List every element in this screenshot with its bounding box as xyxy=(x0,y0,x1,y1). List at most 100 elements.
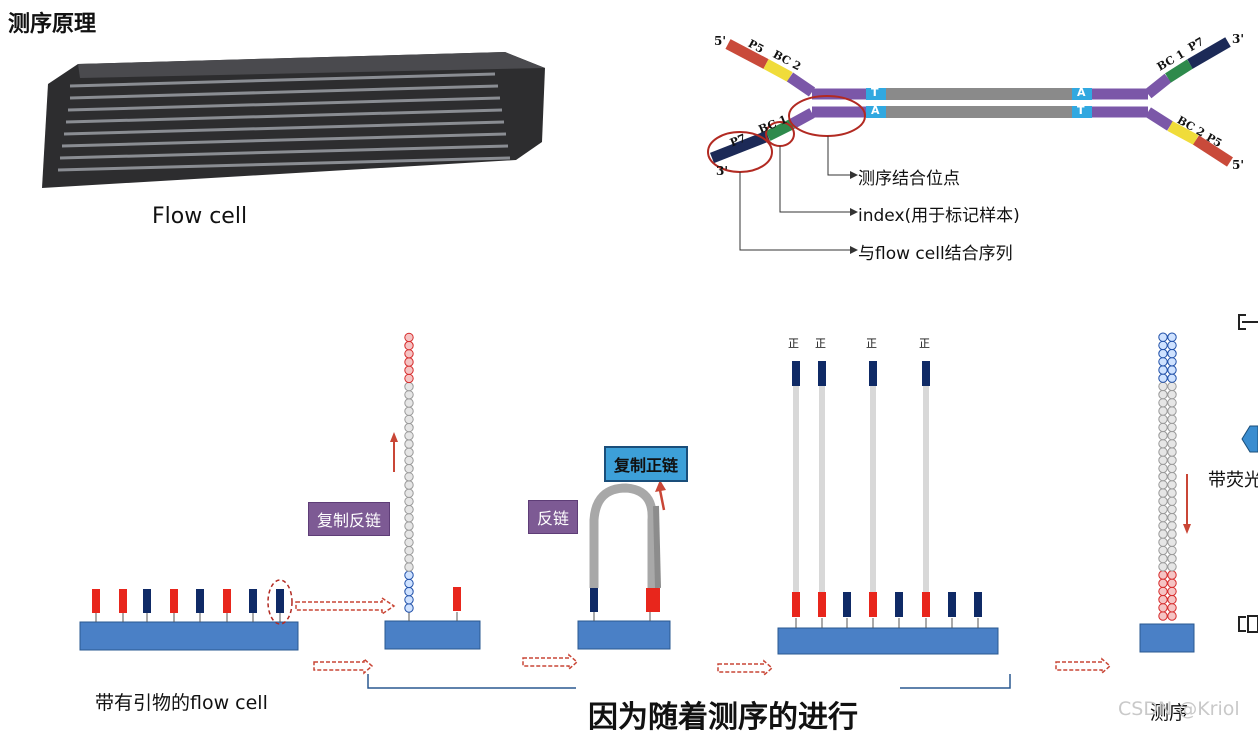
bead xyxy=(404,398,414,408)
bead xyxy=(404,472,414,482)
bead xyxy=(1167,381,1177,392)
bead xyxy=(404,414,414,425)
bead xyxy=(1158,480,1168,490)
bead xyxy=(1167,545,1177,556)
bead xyxy=(404,529,414,539)
bead xyxy=(1167,578,1177,588)
label-3prime-right: 3' xyxy=(1232,32,1245,46)
bead xyxy=(404,406,414,416)
flowcell-label: Flow cell xyxy=(152,204,248,229)
bead xyxy=(1158,455,1168,465)
bead xyxy=(404,480,414,490)
bead xyxy=(1158,365,1168,375)
bead xyxy=(1158,603,1168,613)
adapter-diagram xyxy=(707,37,1233,254)
bead xyxy=(1158,332,1168,342)
bead xyxy=(1167,537,1177,547)
junction-top-left: T xyxy=(871,86,879,99)
bead xyxy=(1167,455,1177,465)
step5-sequencing xyxy=(1139,314,1258,653)
bead xyxy=(404,447,414,457)
flowcell-image xyxy=(42,52,545,188)
bead xyxy=(1158,471,1168,482)
bead xyxy=(1158,348,1168,359)
bead xyxy=(1167,439,1177,449)
bead xyxy=(1158,422,1168,433)
bead xyxy=(1158,594,1168,605)
step2-flowcell xyxy=(384,332,481,650)
bead xyxy=(1158,447,1168,457)
bead xyxy=(1167,480,1177,490)
label-5prime-left: 5' xyxy=(714,34,727,48)
bead xyxy=(1158,504,1168,515)
forward-mark-1: 正 xyxy=(788,337,799,350)
bead xyxy=(404,463,414,474)
bead xyxy=(1167,422,1177,433)
bead xyxy=(404,390,414,400)
sequencing-caption: 测序 xyxy=(1150,702,1189,724)
bead xyxy=(404,365,414,375)
bead xyxy=(1158,586,1168,597)
bead xyxy=(404,586,414,597)
label-3prime-left: 3' xyxy=(716,164,729,178)
copy-forward-tag: 复制正链 xyxy=(604,446,689,482)
bead xyxy=(1167,504,1177,515)
bead xyxy=(404,562,414,572)
step1-flowcell xyxy=(79,579,299,651)
bead xyxy=(1167,553,1177,564)
bead xyxy=(1158,463,1168,474)
bead xyxy=(404,340,414,351)
bead xyxy=(1158,578,1168,588)
bead xyxy=(404,545,414,556)
bead xyxy=(1167,611,1177,621)
bead xyxy=(1167,594,1177,605)
bead xyxy=(404,537,414,548)
bead xyxy=(1167,570,1177,580)
bead xyxy=(1158,414,1168,424)
side-text: 带荧光 xyxy=(1208,470,1258,491)
watermark: CSDN @Kriol xyxy=(1118,698,1240,720)
bead xyxy=(1158,357,1168,367)
bead xyxy=(1167,348,1177,359)
bead xyxy=(1167,521,1177,531)
bead xyxy=(1158,373,1168,383)
bead xyxy=(404,431,414,441)
bead xyxy=(1158,406,1168,416)
legend-flowcell-binding: 与flow cell结合序列 xyxy=(858,244,1013,264)
bead xyxy=(1158,512,1168,523)
bead xyxy=(1158,545,1168,556)
bead xyxy=(404,455,414,466)
bead xyxy=(1167,414,1177,424)
bead xyxy=(1167,496,1177,506)
bead xyxy=(1158,488,1168,498)
bead xyxy=(404,513,414,523)
bead xyxy=(1167,586,1177,597)
bead xyxy=(1167,373,1177,383)
copy-reverse-tag: 复制反链 xyxy=(308,502,391,536)
bead xyxy=(404,496,414,507)
forward-mark-2: 正 xyxy=(815,337,826,350)
junction-bottom-left: A xyxy=(871,104,880,117)
label-5prime-right: 5' xyxy=(1232,158,1245,172)
bead xyxy=(1167,603,1177,613)
bead xyxy=(1167,430,1177,441)
bead xyxy=(1167,340,1177,351)
bead xyxy=(1158,389,1168,400)
bead xyxy=(1167,398,1177,408)
bead xyxy=(404,603,414,613)
forward-mark-3: 正 xyxy=(866,337,877,350)
bead xyxy=(1167,389,1177,400)
bead xyxy=(1167,332,1177,342)
bead xyxy=(1167,512,1177,523)
step3-bridge xyxy=(577,480,671,650)
bead xyxy=(1158,570,1168,580)
bead xyxy=(1158,439,1168,449)
bead xyxy=(1167,357,1177,367)
bottom-caption: 因为随着测序的进行 xyxy=(588,700,858,735)
bead xyxy=(1158,611,1168,621)
bead xyxy=(1167,488,1177,498)
bead xyxy=(1158,381,1168,392)
bead xyxy=(1158,529,1168,539)
junction-bottom-right: T xyxy=(1077,104,1085,117)
